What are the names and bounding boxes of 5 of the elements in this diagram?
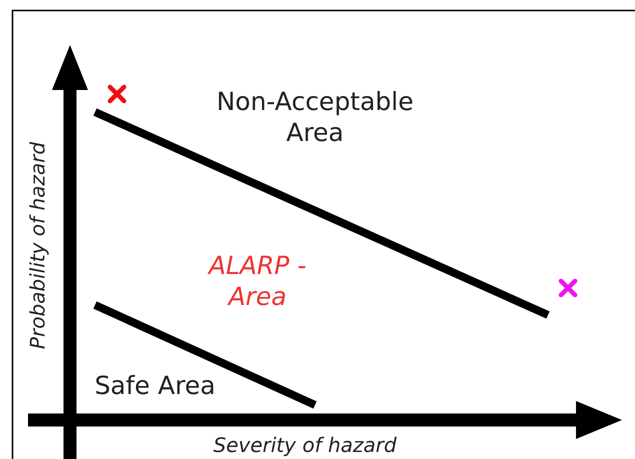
area-label: ALARP - Area: [206, 250, 308, 312]
axis-label: Severity of hazard: [212, 433, 398, 458]
axis-label: Probability of hazard: [26, 140, 50, 352]
area-label: Non-Acceptable Area: [215, 86, 415, 148]
area-label: Safe Area: [94, 370, 216, 402]
